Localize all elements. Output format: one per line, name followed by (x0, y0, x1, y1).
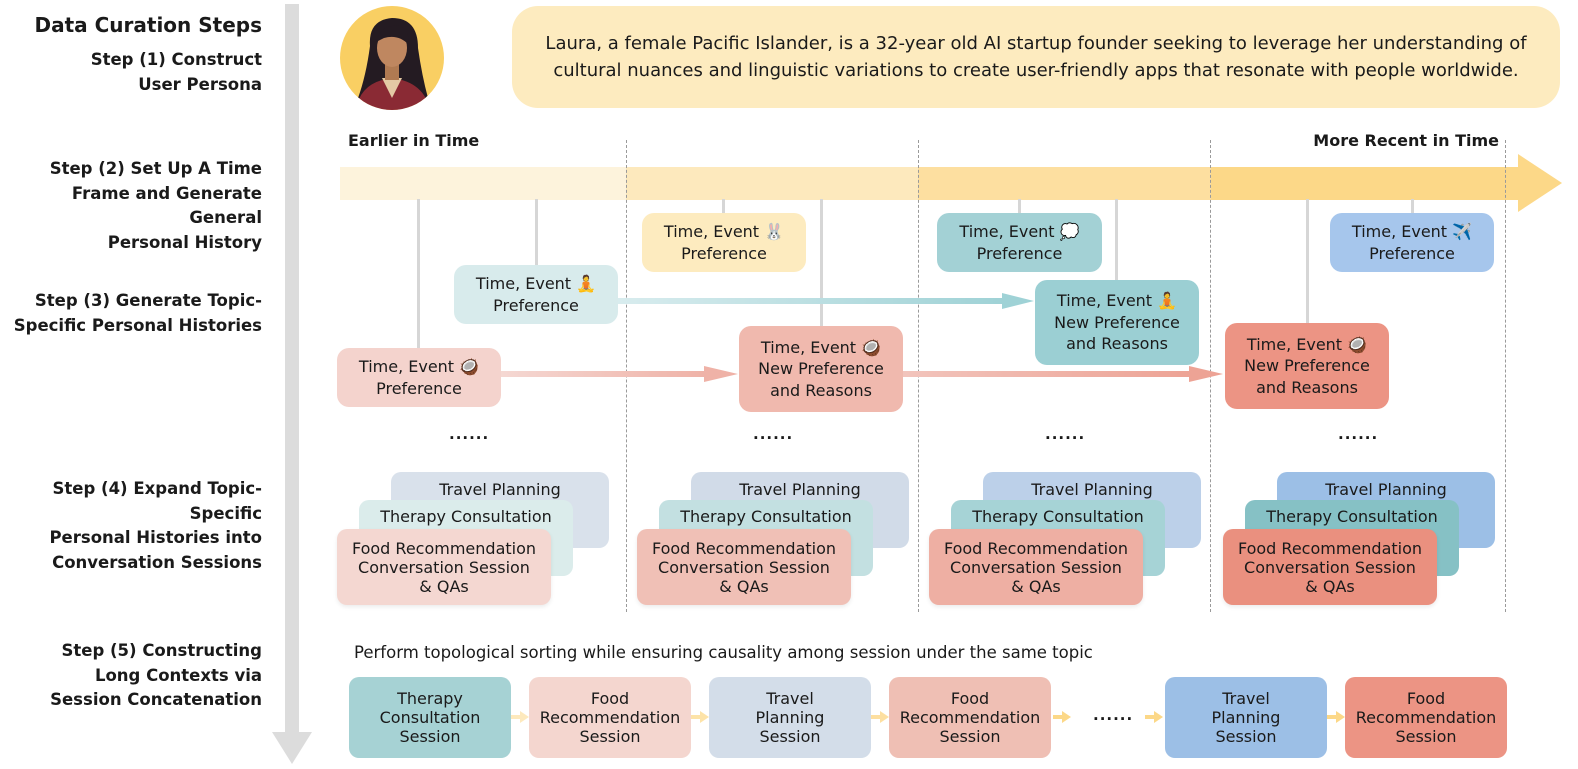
session-connector-arrow (871, 711, 889, 723)
session-connector-arrow (511, 711, 529, 723)
ellipsis: ...... (449, 425, 490, 443)
event-food-preference-1: Time, Event 🥥Preference (337, 348, 501, 407)
session-connector-arrow (691, 711, 709, 723)
step-3-label: Step (3) Generate Topic-Specific Persona… (13, 291, 262, 335)
ellipsis: ...... (1045, 425, 1086, 443)
therapy-preference-flow-arrow (618, 293, 1034, 309)
persona-avatar (340, 6, 444, 110)
earlier-in-time-label: Earlier in Time (348, 131, 480, 150)
session-stack-period-4: Travel Planning Therapy Consultation Foo… (1223, 472, 1495, 605)
event-stem (1115, 199, 1118, 280)
event-stem (535, 199, 538, 266)
session-connector-arrow (1327, 711, 1345, 723)
session-stack-period-2: Travel Planning Therapy Consultation Foo… (637, 472, 909, 605)
event-stem (820, 199, 823, 327)
event-stem (1306, 199, 1309, 324)
timeline-arrow (340, 154, 1562, 212)
food-preference-flow-arrow-1 (500, 366, 738, 382)
event-stem (722, 199, 725, 214)
steps-title: Data Curation Steps (34, 13, 263, 37)
ellipsis: ...... (1338, 425, 1379, 443)
period-divider (1505, 140, 1506, 612)
event-stem (1018, 199, 1021, 214)
process-down-arrow (272, 4, 312, 764)
event-therapy-preference-2: Time, Event 💭Preference (937, 213, 1102, 272)
session-stack-period-3: Travel Planning Therapy Consultation Foo… (929, 472, 1201, 605)
more-recent-in-time-label: More Recent in Time (1313, 131, 1499, 150)
session-connector-arrow (1145, 711, 1163, 723)
ellipsis: ...... (753, 425, 794, 443)
topological-sorting-caption: Perform topological sorting while ensuri… (354, 643, 1093, 662)
event-stem (1411, 199, 1414, 214)
session-connector-arrow (1053, 711, 1071, 723)
event-travel-preference-3: Time, Event ✈️Preference (1330, 213, 1494, 272)
persona-description: Laura, a female Pacific Islander, is a 3… (512, 6, 1560, 108)
ellipsis: ...... (1093, 706, 1134, 724)
food-preference-flow-arrow-2 (903, 366, 1223, 382)
event-stem (417, 199, 420, 349)
event-travel-preference-1: Time, Event 🐰Preference (642, 213, 806, 272)
session-stack-period-1: Travel Planning Therapy Consultation Foo… (337, 472, 609, 605)
event-therapy-preference-1: Time, Event 🧘Preference (454, 265, 618, 324)
